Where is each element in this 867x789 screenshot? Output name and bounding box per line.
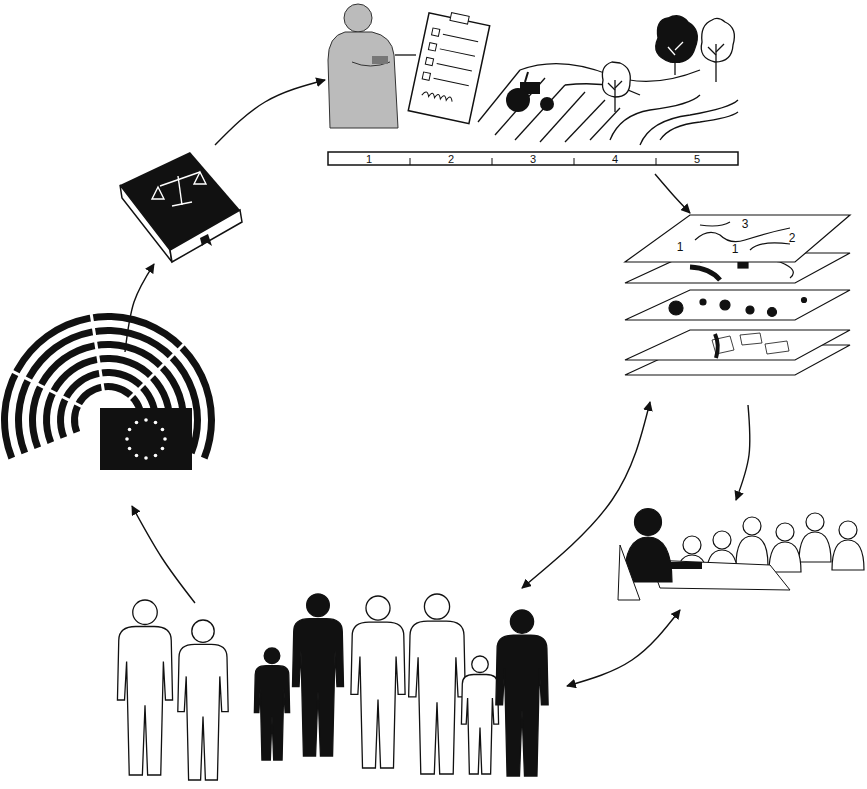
map-zone-number: 1 — [732, 243, 739, 255]
scale-number: 5 — [694, 154, 700, 165]
law-book — [120, 152, 242, 262]
cycle-arrow — [522, 402, 650, 588]
scale-ruler — [328, 152, 738, 165]
person-silhouette — [178, 644, 228, 780]
scale-number: 3 — [530, 154, 536, 165]
surveyor-figure — [328, 4, 398, 128]
person-silhouette — [351, 622, 405, 768]
map-layers — [625, 215, 850, 375]
map-zone-number: 1 — [677, 241, 684, 253]
meeting-group — [618, 509, 864, 601]
map-zone-number: 3 — [742, 218, 749, 230]
cycle-arrow — [125, 264, 154, 352]
cycle-arrows — [125, 80, 750, 686]
person-silhouette — [254, 666, 289, 760]
scale-number: 1 — [366, 154, 372, 165]
cycle-arrow — [132, 506, 195, 603]
map-zone-number: 2 — [789, 232, 796, 244]
person-silhouette — [461, 675, 498, 774]
person-silhouette — [409, 621, 466, 774]
trees — [602, 16, 734, 112]
cycle-arrow — [215, 80, 325, 145]
scale-number: 4 — [612, 154, 618, 165]
cycle-arrow — [655, 174, 690, 213]
cycle-arrow — [567, 610, 680, 686]
citizen-crowd — [117, 594, 548, 780]
clipboard — [408, 8, 490, 124]
tractor — [506, 72, 554, 112]
cycle-arrow — [736, 405, 750, 500]
person-silhouette — [117, 627, 172, 776]
scale-number: 2 — [448, 154, 454, 165]
person-silhouette — [496, 635, 548, 776]
person-silhouette — [292, 619, 343, 756]
eu-flag — [100, 408, 192, 470]
